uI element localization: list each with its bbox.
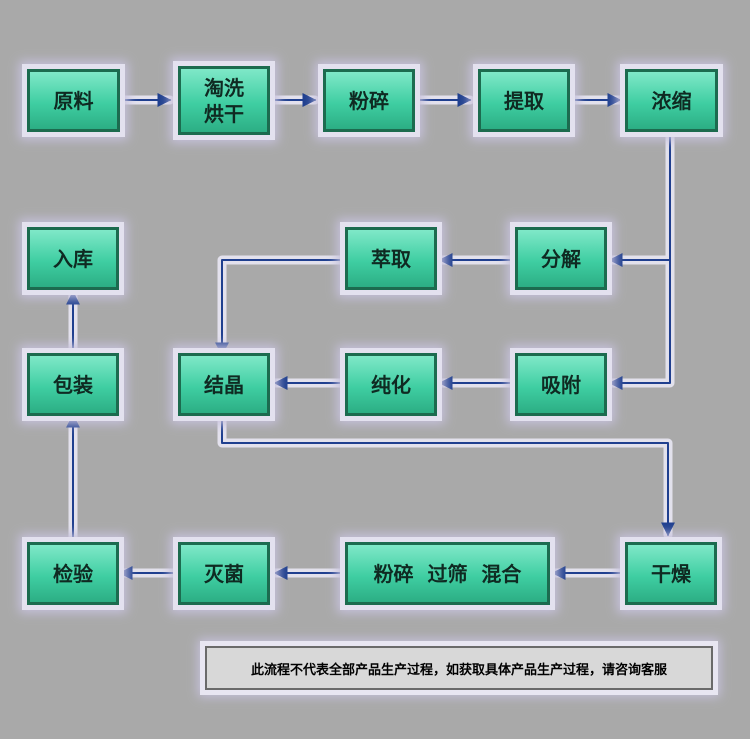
node-miejun: 灭菌: [178, 542, 270, 605]
node-jiejing: 结晶: [178, 353, 270, 416]
node-ruku: 入库: [27, 227, 119, 290]
node-nongsuo: 浓缩: [625, 69, 718, 132]
node-fensui-1-label: 粉碎: [349, 88, 389, 113]
node-ganzao-label: 干燥: [651, 561, 691, 586]
node-ganzao: 干燥: [625, 542, 717, 605]
node-xifu: 吸附: [515, 353, 607, 416]
node-fensui-guoshai-hunhe: 粉碎 过筛 混合: [345, 542, 550, 605]
node-fenjie-label: 分解: [541, 246, 581, 271]
node-jianyan: 检验: [27, 542, 119, 605]
node-cuiqu-label: 萃取: [371, 246, 411, 271]
node-jianyan-label: 检验: [53, 561, 93, 586]
node-xifu-label: 吸附: [541, 372, 581, 397]
node-fensui-guoshai-hunhe-label: 粉碎 过筛 混合: [373, 561, 522, 586]
node-jiejing-label: 结晶: [204, 372, 244, 397]
process-disclaimer-text: 此流程不代表全部产品生产过程，如获取具体产品生产过程，请咨询客服: [250, 662, 667, 678]
node-tiqu-label: 提取: [504, 88, 544, 113]
node-chunhua-label: 纯化: [371, 372, 411, 397]
process-disclaimer-note: 此流程不代表全部产品生产过程，如获取具体产品生产过程，请咨询客服: [205, 646, 713, 690]
node-baozhuang: 包装: [27, 353, 119, 416]
node-tiqu: 提取: [478, 69, 570, 132]
node-baozhuang-label: 包装: [53, 372, 93, 397]
node-nongsuo-label: 浓缩: [651, 88, 692, 113]
node-fensui-1: 粉碎: [323, 69, 415, 132]
node-yuanliao: 原料: [27, 69, 120, 132]
node-taoxi-honggan: 淘洗 烘干: [178, 66, 270, 135]
node-chunhua: 纯化: [345, 353, 437, 416]
node-ruku-label: 入库: [53, 246, 93, 271]
node-yuanliao-label: 原料: [53, 88, 94, 113]
node-fenjie: 分解: [515, 227, 607, 290]
node-cuiqu: 萃取: [345, 227, 437, 290]
node-taoxi-label: 淘洗: [204, 75, 244, 100]
node-honggan-label: 烘干: [204, 101, 244, 126]
node-miejun-label: 灭菌: [204, 561, 244, 586]
